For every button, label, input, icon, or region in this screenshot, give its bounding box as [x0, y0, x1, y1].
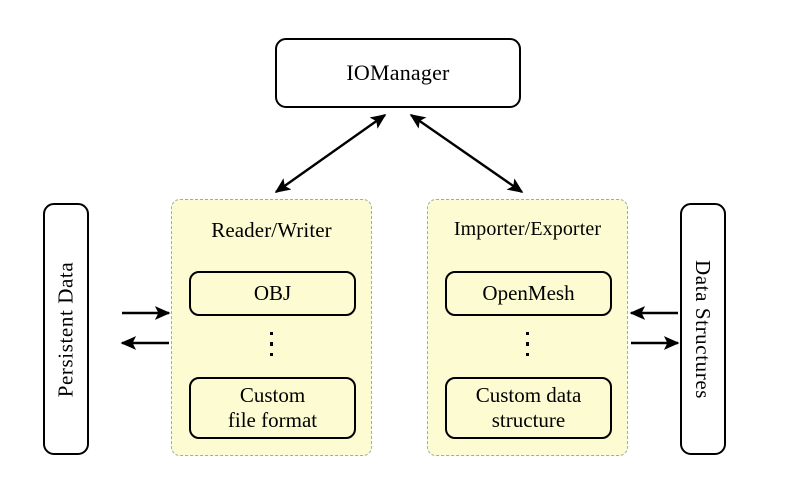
group-title-reader-writer: Reader/Writer — [211, 218, 332, 242]
node-data-structures[interactable]: Data Structures — [680, 203, 726, 455]
ellipsis-reader-writer — [172, 332, 371, 357]
node-io-manager[interactable]: IOManager — [275, 38, 521, 108]
group-title-importer-exporter: Importer/Exporter — [453, 218, 602, 240]
item-obj[interactable]: OBJ — [189, 271, 356, 316]
node-persistent-data[interactable]: Persistent Data — [43, 203, 89, 455]
ellipsis-dot — [269, 332, 274, 336]
group-panel-reader-writer[interactable]: Reader/Writer OBJ Custom file format — [171, 199, 372, 456]
connector-manager-reader-writer — [274, 114, 387, 193]
item-custom-file-format-label: Custom file format — [227, 382, 318, 432]
ellipsis-dot — [269, 342, 274, 346]
item-openmesh-label: OpenMesh — [482, 280, 575, 305]
ellipsis-dot — [269, 352, 274, 357]
ellipsis-importer-exporter — [428, 332, 627, 357]
item-custom-file-format[interactable]: Custom file format — [189, 377, 356, 439]
ellipsis-dot — [525, 332, 530, 336]
item-openmesh[interactable]: OpenMesh — [445, 271, 612, 316]
connector-manager-importer-exporter — [409, 114, 524, 193]
node-persistent-data-label: Persistent Data — [53, 261, 78, 397]
group-panel-importer-exporter[interactable]: Importer/Exporter OpenMesh Custom data s… — [427, 199, 628, 456]
node-io-manager-label: IOManager — [346, 60, 450, 86]
item-custom-data-structure-label: Custom data structure — [475, 382, 582, 432]
item-custom-data-structure[interactable]: Custom data structure — [445, 377, 612, 439]
node-data-structures-label: Data Structures — [691, 259, 716, 399]
ellipsis-dot — [525, 352, 530, 357]
ellipsis-dot — [525, 342, 530, 346]
item-obj-label: OBJ — [253, 280, 292, 305]
